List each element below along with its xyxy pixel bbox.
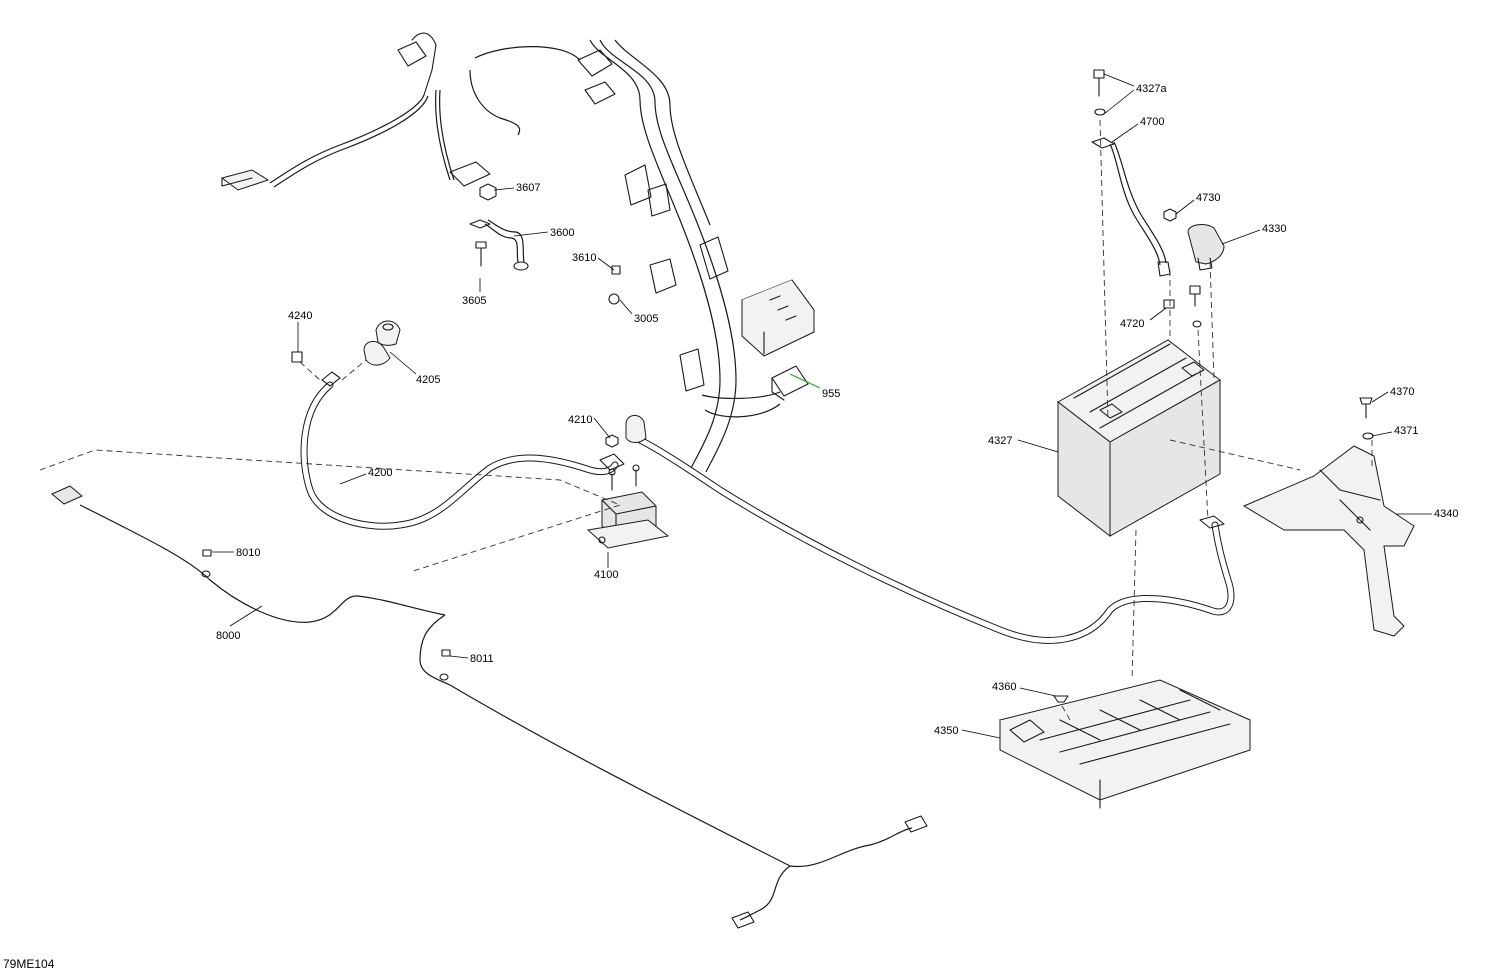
callout-3600[interactable]: 3600	[550, 227, 574, 239]
callout-3607[interactable]: 3607	[516, 182, 540, 194]
harness-8000	[51, 485, 928, 929]
callout-4205[interactable]: 4205	[416, 374, 440, 386]
callout-4730[interactable]: 4730	[1196, 192, 1220, 204]
callout-4360[interactable]: 4360	[992, 681, 1016, 693]
bracket-4340	[1242, 445, 1415, 637]
battery-cable-4200	[300, 371, 625, 530]
terminal-boot	[363, 320, 401, 366]
terminal-cover-4330	[1187, 224, 1225, 271]
callout-4720[interactable]: 4720	[1120, 318, 1144, 330]
bolt-4327a	[1093, 69, 1105, 97]
bolt-4720	[1163, 299, 1175, 309]
callout-8000[interactable]: 8000	[216, 630, 240, 642]
negative-cable-4700	[1091, 137, 1171, 277]
callout-3005[interactable]: 3005	[634, 313, 658, 325]
callout-4210[interactable]: 4210	[568, 414, 592, 426]
callout-labels: 4327a 4700 4730 4330 4720 4370 4371 4327…	[216, 83, 1458, 737]
solenoid-4100	[586, 464, 670, 549]
bolt-4370	[1359, 397, 1373, 419]
callout-8010[interactable]: 8010	[236, 547, 260, 559]
callout-4350[interactable]: 4350	[934, 725, 958, 737]
screw-4360	[1053, 695, 1069, 703]
leader-lines	[212, 73, 1432, 739]
bolt-near-4720	[1189, 285, 1201, 307]
callout-8011[interactable]: 8011	[470, 653, 494, 665]
callout-4327a[interactable]: 4327a	[1136, 83, 1167, 95]
washer-4327a	[1094, 108, 1106, 116]
callout-4330[interactable]: 4330	[1262, 223, 1286, 235]
nut-4730	[1163, 208, 1177, 222]
callout-4327[interactable]: 4327	[988, 435, 1012, 447]
ground-cable	[469, 183, 529, 271]
callout-4240[interactable]: 4240	[288, 310, 312, 322]
small-fasteners	[608, 265, 621, 305]
diagram-code: 79ME104	[3, 957, 55, 971]
callout-955[interactable]: 955	[822, 388, 840, 400]
callout-4200[interactable]: 4200	[368, 467, 392, 479]
dashed-guides	[39, 119, 1373, 721]
callout-3610[interactable]: 3610	[572, 252, 596, 264]
callout-4700[interactable]: 4700	[1140, 116, 1164, 128]
battery-tray-4350	[998, 679, 1252, 809]
long-battery-cable	[625, 415, 1235, 644]
callout-4100[interactable]: 4100	[594, 569, 618, 581]
callout-3605[interactable]: 3605	[462, 295, 486, 307]
callout-4371[interactable]: 4371	[1394, 425, 1418, 437]
battery-4327	[1057, 339, 1221, 538]
callout-4340[interactable]: 4340	[1434, 508, 1458, 520]
washer-near-4720	[1192, 320, 1202, 328]
main-harness	[220, 32, 815, 473]
nut-4210	[605, 434, 619, 448]
bolt-4240	[291, 351, 303, 363]
washer-4371	[1362, 432, 1374, 440]
callout-4370[interactable]: 4370	[1390, 386, 1414, 398]
